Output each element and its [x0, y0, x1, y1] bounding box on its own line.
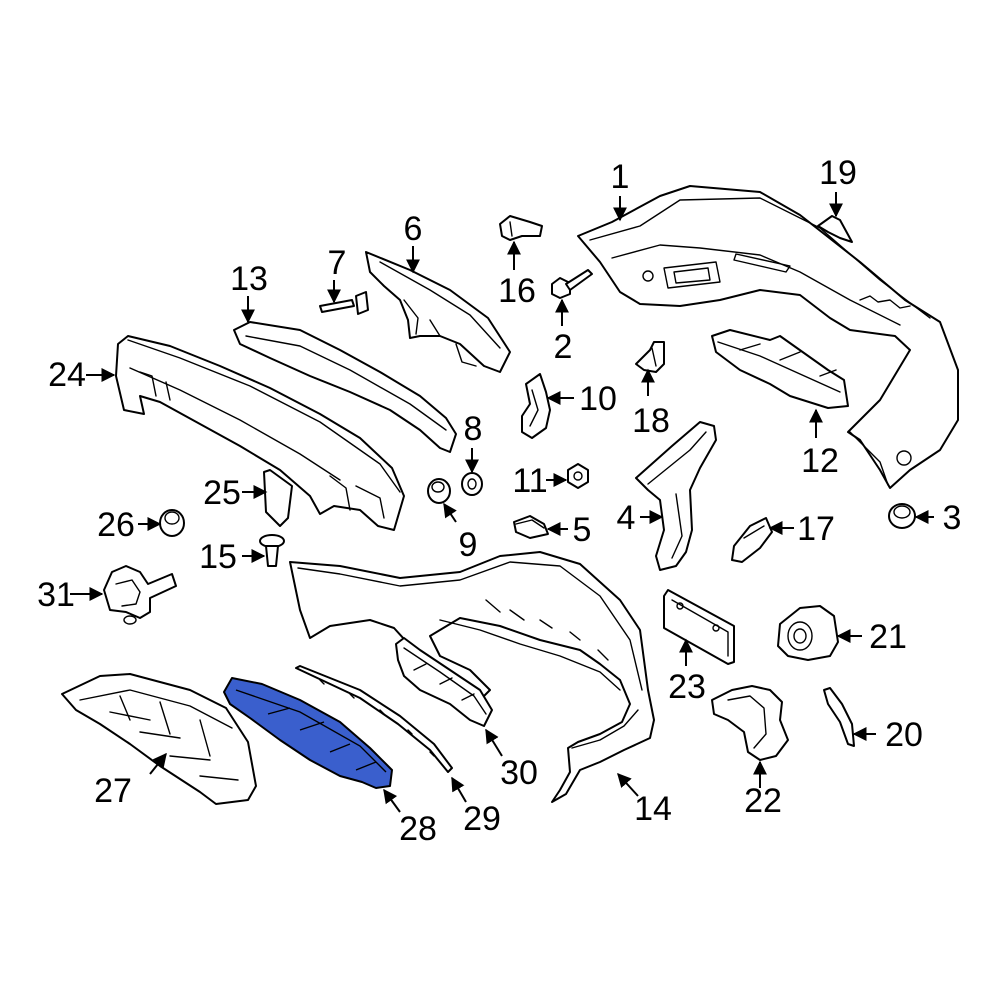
part-25-cap: [263, 469, 293, 527]
callout-13: 13: [230, 260, 268, 298]
callout-2: 2: [554, 328, 573, 366]
callout-21: 21: [869, 618, 907, 656]
leader-29: [451, 776, 467, 803]
part-28-diffuser: [223, 677, 393, 789]
part-31-hitch-bracket: [103, 565, 177, 625]
callout-labels: 1 2 3 4 5 6 7 8 9 10 11 12 13 14 15 16 1…: [37, 154, 961, 848]
callout-15: 15: [199, 538, 237, 576]
callout-5: 5: [573, 511, 592, 549]
callout-23: 23: [668, 668, 706, 706]
leader-lines: [70, 192, 934, 813]
part-8-washer: [461, 472, 483, 496]
part-17-bracket: [731, 517, 773, 563]
callout-3: 3: [943, 499, 962, 537]
part-21-sensor-housing: [777, 605, 839, 661]
leader-27: [149, 752, 167, 775]
part-26-grommet: [159, 509, 185, 537]
leader-14: [617, 772, 639, 797]
callout-27: 27: [94, 772, 132, 810]
part-4-side-bracket: [635, 421, 717, 571]
callout-29: 29: [463, 800, 501, 838]
callout-11: 11: [512, 462, 547, 500]
callout-1: 1: [611, 158, 630, 196]
part-9-nut: [427, 478, 451, 504]
callout-24: 24: [48, 356, 86, 394]
part-24-reinforcement: [115, 335, 405, 531]
callout-18: 18: [632, 402, 670, 440]
part-30-inner-bracket: [395, 637, 493, 727]
callout-26: 26: [97, 506, 135, 544]
callout-12: 12: [801, 442, 839, 480]
callout-30: 30: [500, 754, 538, 792]
callout-28: 28: [399, 810, 437, 848]
callout-20: 20: [885, 716, 923, 754]
part-10-bracket: [521, 373, 551, 439]
leader-9: [443, 502, 457, 523]
part-7-pin: [319, 291, 369, 315]
part-2-bolt: [551, 269, 593, 299]
part-1-bumper-cover: [577, 185, 959, 489]
callout-31: 31: [37, 576, 75, 614]
part-3-grommet: [888, 503, 916, 529]
callout-8: 8: [464, 410, 483, 448]
leader-30: [485, 728, 503, 757]
callout-7: 7: [328, 244, 347, 282]
part-27-underbody-shield: [61, 673, 257, 805]
callout-25: 25: [203, 474, 241, 512]
callout-10: 10: [579, 380, 617, 418]
callout-22: 22: [744, 782, 782, 820]
part-29-trim-molding: [295, 665, 453, 773]
part-15-push-clip: [259, 534, 285, 567]
part-13-impact-strip: [233, 321, 457, 453]
callout-6: 6: [404, 210, 423, 248]
callout-17: 17: [797, 510, 835, 548]
part-23-plate-bracket: [663, 589, 735, 665]
part-22-mounting-bracket: [711, 685, 789, 761]
part-6-guide-bracket: [365, 251, 511, 373]
part-20-trim: [823, 687, 855, 747]
callout-19: 19: [819, 154, 857, 192]
callout-16: 16: [498, 272, 536, 310]
part-11-nut: [567, 463, 589, 489]
callout-14: 14: [634, 790, 672, 828]
part-18-bracket: [635, 341, 665, 373]
part-5-clip: [513, 515, 549, 539]
callout-4: 4: [617, 499, 636, 537]
leader-28: [383, 788, 401, 813]
part-12-absorber: [711, 329, 849, 409]
callout-9: 9: [459, 526, 478, 564]
part-16-bracket: [499, 215, 543, 241]
